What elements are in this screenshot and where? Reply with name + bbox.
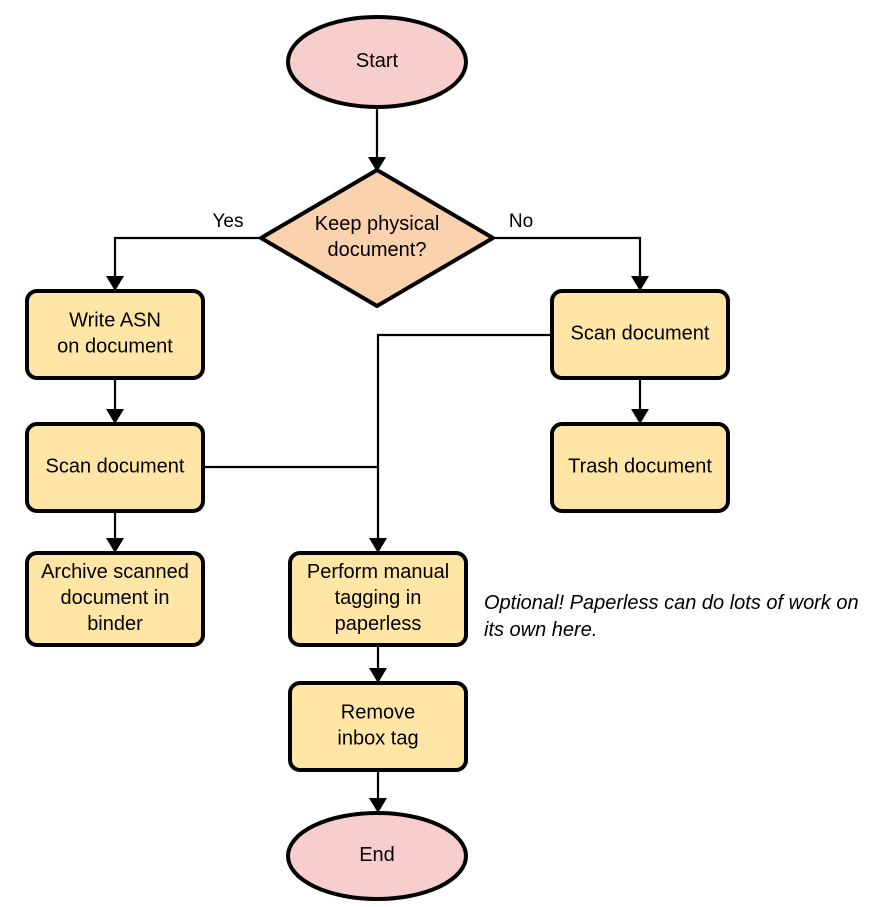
process-shape: [288, 551, 468, 647]
process-shape: [25, 422, 205, 513]
edge-path: [493, 236, 642, 283]
edge-decision-yes-to-write-asn: Yes: [106, 211, 261, 291]
node-scan-document-right[interactable]: Scan document: [550, 289, 730, 380]
node-trash-document[interactable]: Trash document: [550, 422, 730, 513]
node-label: Scan document: [571, 323, 710, 345]
node-label: Trash document: [568, 456, 712, 478]
arrowhead-icon: [106, 276, 124, 291]
node-label: Scan document: [46, 456, 185, 478]
edge-path: [376, 333, 552, 545]
edge-decision-no-to-scan-document-right: No: [493, 211, 649, 291]
edge-scan-document-left-to-archive: [106, 511, 124, 553]
terminator-shape: [286, 15, 468, 109]
process-shape: [550, 422, 730, 513]
edge-scan-document-right-to-manual-tagging: [369, 333, 552, 553]
arrowhead-icon: [631, 409, 649, 424]
edge-scan-document-right-to-trash: [631, 378, 649, 424]
node-end[interactable]: End: [286, 811, 468, 901]
process-shape: [288, 681, 468, 772]
process-shape: [25, 289, 205, 380]
arrowhead-icon: [369, 538, 387, 553]
edge-label: Yes: [213, 211, 244, 232]
process-shape: [25, 551, 205, 647]
edge-write-asn-to-scan-document-left: [106, 378, 124, 424]
arrowhead-icon: [106, 538, 124, 553]
node-start[interactable]: Start: [286, 15, 468, 109]
annotation-optional-note: Optional! Paperless can do lots of work …: [484, 592, 859, 641]
arrowhead-icon: [368, 157, 386, 172]
edge-manual-tagging-to-remove-inbox-tag: [369, 645, 387, 683]
edge-label: No: [509, 211, 533, 232]
edge-remove-inbox-tag-to-end: [369, 770, 387, 813]
decision-shape: [259, 168, 495, 308]
terminator-shape: [286, 811, 468, 901]
node-label: Start: [356, 50, 399, 72]
annotations-layer: Optional! Paperless can do lots of work …: [484, 592, 859, 641]
node-scan-document-left[interactable]: Scan document: [25, 422, 205, 513]
arrowhead-icon: [106, 409, 124, 424]
arrowhead-icon: [631, 276, 649, 291]
arrowhead-icon: [369, 798, 387, 813]
arrowhead-icon: [369, 668, 387, 683]
edges-layer: Yes No: [106, 107, 649, 813]
edge-start-to-decision: [368, 107, 386, 172]
edge-path: [113, 236, 261, 283]
node-label: End: [359, 844, 395, 866]
process-shape: [550, 289, 730, 380]
